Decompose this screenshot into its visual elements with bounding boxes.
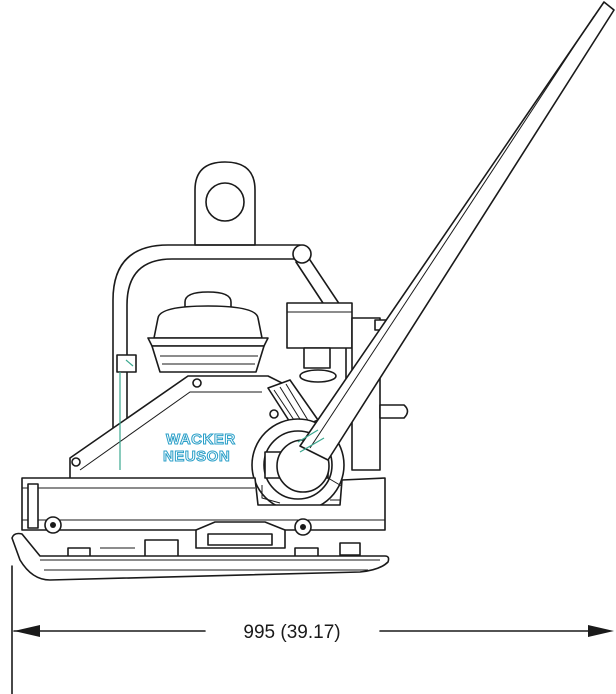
dimension-arrow-left: [14, 625, 40, 637]
brand-line-1: WACKER: [166, 431, 236, 448]
dimension-arrow-right: [588, 625, 614, 637]
ground-plate: [11, 532, 390, 581]
lifting-eye: [194, 161, 256, 246]
base-plate: [21, 477, 386, 536]
guide-handle: [297, 1, 615, 461]
dimension-label: 995 (39.17): [243, 622, 340, 643]
brand-line-2: NEUSON: [163, 448, 230, 465]
fuel-tank: [147, 291, 269, 373]
brand-decal: WACKER NEUSON: [163, 431, 236, 466]
air-cleaner: [286, 302, 409, 471]
width-dimension: 995 (39.17): [11, 565, 614, 694]
fuel-hose: [116, 354, 137, 470]
